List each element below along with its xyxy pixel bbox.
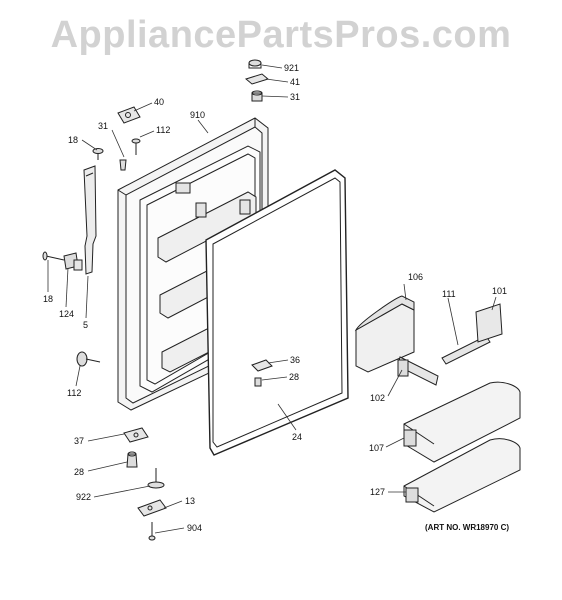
callout-102: 102 bbox=[370, 393, 386, 403]
callout-112-bottom: 112 bbox=[67, 388, 82, 398]
callout-18-top: 18 bbox=[68, 135, 79, 145]
door-bin-127 bbox=[403, 438, 521, 513]
callout-13: 13 bbox=[185, 496, 196, 506]
door-handle-part bbox=[83, 165, 97, 275]
bottom-hinge-parts bbox=[123, 427, 167, 541]
callout-5: 5 bbox=[83, 320, 89, 330]
callout-24: 24 bbox=[292, 432, 303, 442]
hinge-pin-112 bbox=[76, 351, 101, 367]
cap-36-bushing-28 bbox=[251, 359, 273, 387]
end-cap-102 bbox=[397, 356, 439, 386]
callout-31-top: 31 bbox=[290, 92, 301, 102]
callout-112-top: 112 bbox=[156, 125, 171, 135]
callout-37: 37 bbox=[74, 436, 85, 446]
callout-28-bottom: 28 bbox=[74, 467, 85, 477]
callout-106: 106 bbox=[408, 272, 424, 282]
screw-and-bushing bbox=[119, 138, 141, 171]
callout-904: 904 bbox=[187, 523, 203, 533]
bin-111-part bbox=[441, 303, 503, 365]
callout-40: 40 bbox=[154, 97, 165, 107]
watermark-text: AppliancePartsPros.com bbox=[50, 14, 512, 56]
art-number: (ART NO. WR18970 C) bbox=[425, 523, 510, 532]
callout-124: 124 bbox=[59, 309, 75, 319]
top-hinge-parts bbox=[244, 59, 270, 102]
callout-18-bottom: 18 bbox=[43, 294, 54, 304]
callout-36: 36 bbox=[290, 355, 301, 365]
callout-111: 111 bbox=[442, 289, 456, 299]
callout-101: 101 bbox=[492, 286, 508, 296]
leader-lines bbox=[47, 64, 497, 534]
door-gasket-part bbox=[205, 169, 349, 456]
dairy-door-part bbox=[354, 295, 415, 373]
screw-18-top bbox=[92, 148, 104, 160]
callout-922: 922 bbox=[76, 492, 92, 502]
callout-31-left: 31 bbox=[98, 121, 109, 131]
callout-107: 107 bbox=[369, 443, 385, 453]
callout-28-mid: 28 bbox=[289, 372, 300, 382]
callout-41: 41 bbox=[290, 77, 301, 87]
callout-921: 921 bbox=[284, 63, 300, 73]
callout-127: 127 bbox=[370, 487, 386, 497]
handle-screw-18 bbox=[42, 251, 83, 271]
door-bin-107 bbox=[403, 381, 521, 463]
callout-910: 910 bbox=[190, 110, 206, 120]
